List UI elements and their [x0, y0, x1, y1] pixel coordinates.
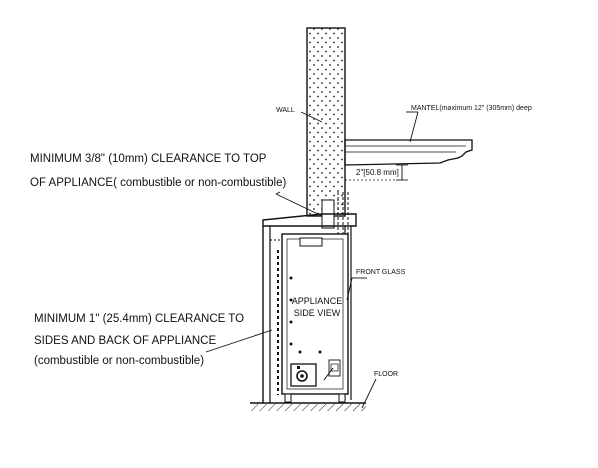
floor-label: FLOOR: [374, 371, 398, 378]
wall-label: WALL: [276, 107, 295, 114]
top-clearance-label-line2: OF APPLIANCE( combustible or non-combust…: [30, 177, 286, 189]
mantel-gap-dimension: [345, 164, 408, 181]
front-glass-label: FRONT GLASS: [356, 269, 406, 276]
floor: [250, 402, 366, 411]
appliance-feet: [284, 393, 346, 403]
side-clearance-label-line3: (combustible or non-combustible): [34, 355, 204, 367]
mantel: [344, 139, 473, 166]
appliance-label-line2: SIDE VIEW: [294, 308, 341, 318]
side-clearance-label-line2: SIDES AND BACK OF APPLIANCE: [34, 335, 216, 347]
control-box: [290, 363, 317, 387]
appliance-label-line1: APPLIANCE: [292, 296, 343, 306]
mantel-gap-label: 2"[50.8 mm]: [356, 168, 399, 177]
top-clearance-label-line1: MINIMUM 3/8" (10mm) CLEARANCE TO TOP: [30, 153, 267, 165]
side-clearance-label-line1: MINIMUM 1" (25.4mm) CLEARANCE TO: [34, 313, 244, 325]
mantel-label: MANTEL(maximum 12" (305mm) deep: [411, 105, 532, 112]
front-clearance-lines: [337, 192, 349, 240]
wall: [306, 27, 346, 229]
leader-lines: [205, 111, 419, 409]
